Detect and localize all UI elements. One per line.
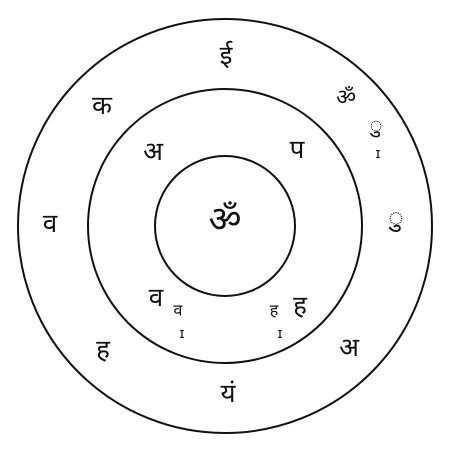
outer-seed-lower-left: ह: [96, 335, 111, 365]
outer-seed-top: ई: [220, 40, 234, 71]
outer-seed-right: ु: [388, 203, 403, 233]
center-seed-glyph: ॐ: [209, 200, 242, 241]
outer-ring: [17, 18, 433, 434]
outer-seed-upper-right-companion: ु: [369, 114, 383, 139]
outer-seed-lower-right: अ: [339, 333, 360, 363]
middle-ring: [87, 88, 363, 364]
outer-seed-upper-right-subscript: ɪ: [375, 146, 380, 162]
middle-seed-se-mark: ह: [270, 301, 279, 320]
middle-seed-se: ह: [293, 291, 308, 321]
outer-seed-upper-left: क: [92, 91, 113, 121]
outer-seed-upper-right: ॐ: [336, 86, 356, 111]
outer-seed-left: व: [43, 209, 58, 239]
middle-seed-sw-mark: व: [174, 301, 184, 320]
middle-seed-sw-subscript: ɪ: [179, 326, 184, 342]
middle-seed-sw: व: [149, 283, 164, 313]
inner-ring: [154, 155, 296, 297]
outer-seed-bottom: यं: [220, 379, 236, 409]
middle-seed-nw: अ: [143, 137, 164, 167]
middle-seed-ne: प: [290, 135, 306, 165]
middle-seed-se-subscript: ɪ: [277, 326, 282, 342]
